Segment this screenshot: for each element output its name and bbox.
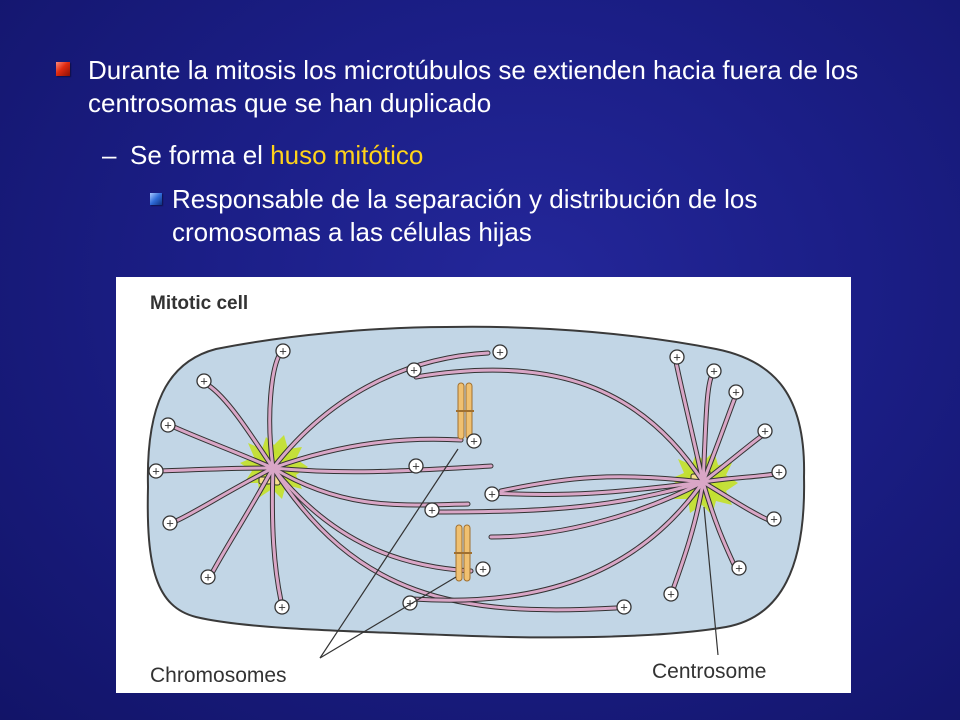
plus-end-icon: + bbox=[160, 417, 176, 433]
svg-text:+: + bbox=[496, 345, 504, 360]
svg-text:+: + bbox=[761, 424, 769, 439]
chromosome-lower bbox=[454, 524, 472, 582]
svg-text:+: + bbox=[710, 364, 718, 379]
svg-text:+: + bbox=[620, 600, 628, 615]
mitotic-cell-figure: Mitotic cell bbox=[116, 277, 851, 693]
figure-title: Mitotic cell bbox=[150, 293, 248, 314]
plus-end-icon: + bbox=[275, 343, 291, 359]
svg-text:+: + bbox=[412, 459, 420, 474]
plus-end-icon: + bbox=[484, 486, 500, 502]
plus-end-icon: + bbox=[424, 502, 440, 518]
bullet-square-blue-icon bbox=[150, 193, 162, 205]
svg-text:+: + bbox=[732, 385, 740, 400]
svg-text:+: + bbox=[279, 344, 287, 359]
plus-end-icon: + bbox=[616, 599, 632, 615]
plus-end-icon: + bbox=[757, 423, 773, 439]
cell-membrane bbox=[146, 325, 806, 639]
chromosomes-label: Chromosomes bbox=[150, 664, 287, 687]
svg-text:+: + bbox=[204, 570, 212, 585]
plus-end-icon: + bbox=[492, 344, 508, 360]
plus-end-icon: + bbox=[706, 363, 722, 379]
svg-text:+: + bbox=[152, 464, 160, 479]
left-microtubules bbox=[158, 349, 619, 613]
label-pointer-lines bbox=[319, 448, 719, 659]
plus-end-icon: + bbox=[766, 511, 782, 527]
plus-end-icon: + bbox=[196, 373, 212, 389]
bullet-square-red-icon bbox=[56, 62, 70, 76]
plus-end-icon: + bbox=[475, 561, 491, 577]
svg-text:+: + bbox=[667, 587, 675, 602]
sub-bullet-text: Se forma el huso mitótico bbox=[130, 139, 423, 172]
svg-text:+: + bbox=[278, 600, 286, 615]
svg-text:+: + bbox=[770, 512, 778, 527]
plus-end-icon: + bbox=[162, 515, 178, 531]
svg-text:+: + bbox=[488, 487, 496, 502]
sub-bullet-prefix: Se forma el bbox=[130, 140, 271, 170]
sub-bullet-highlight: huso mitótico bbox=[270, 140, 424, 170]
plus-end-icon: + bbox=[663, 586, 679, 602]
plus-end-icon: + bbox=[466, 433, 482, 449]
sub-bullet-dash: – bbox=[102, 140, 117, 170]
bullet-text-1: Durante la mitosis los microtúbulos se e… bbox=[88, 55, 859, 118]
plus-ends: + + + + + + + + + + + + + + + + + + + + bbox=[148, 343, 787, 615]
svg-text:+: + bbox=[735, 561, 743, 576]
mitotic-cell-diagram: Mitotic cell bbox=[146, 293, 806, 687]
centrosome-label: Centrosome bbox=[652, 660, 766, 683]
svg-text:+: + bbox=[166, 516, 174, 531]
plus-end-icon: + bbox=[406, 362, 422, 378]
plus-end-icon: + bbox=[408, 458, 424, 474]
svg-text:+: + bbox=[673, 350, 681, 365]
svg-text:+: + bbox=[428, 503, 436, 518]
plus-end-icon: + bbox=[771, 464, 787, 480]
svg-text:+: + bbox=[406, 596, 414, 611]
svg-text:+: + bbox=[164, 418, 172, 433]
bullet-text-3: Responsable de la separación y distribuc… bbox=[172, 184, 758, 247]
plus-end-icon: + bbox=[669, 349, 685, 365]
plus-end-icon: + bbox=[274, 599, 290, 615]
svg-text:+: + bbox=[410, 363, 418, 378]
plus-end-icon: + bbox=[731, 560, 747, 576]
plus-end-icon: + bbox=[402, 595, 418, 611]
svg-text:+: + bbox=[470, 434, 478, 449]
svg-text:+: + bbox=[479, 562, 487, 577]
plus-end-icon: + bbox=[148, 463, 164, 479]
plus-end-icon: + bbox=[728, 384, 744, 400]
svg-text:+: + bbox=[775, 465, 783, 480]
plus-end-icon: + bbox=[200, 569, 216, 585]
svg-text:+: + bbox=[200, 374, 208, 389]
